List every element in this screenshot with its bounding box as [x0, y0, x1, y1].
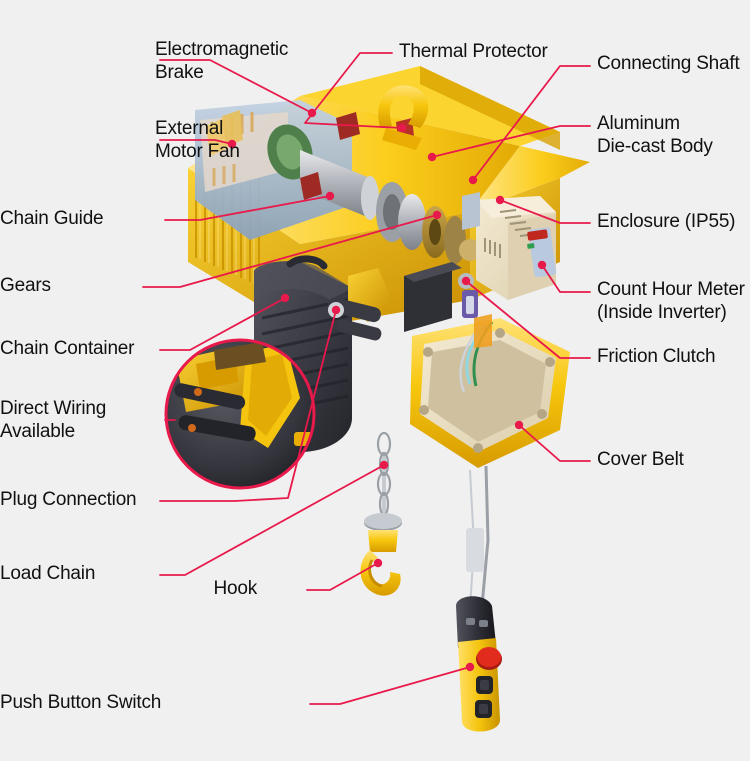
callout-label-aluminum-die-cast-body: Aluminum Die-cast Body — [597, 113, 713, 157]
callout-label-plug-connection: Plug Connection — [0, 489, 137, 510]
callout-label-hook: Hook — [213, 578, 257, 599]
callout-label-push-button-switch: Push Button Switch — [0, 692, 162, 713]
callout-label-direct-wiring-available: Direct Wiring Available — [0, 398, 107, 442]
callout-label-connecting-shaft: Connecting Shaft — [597, 53, 740, 74]
pendant-assembly — [456, 465, 502, 732]
load-chain — [360, 431, 402, 596]
cover-belt-box — [410, 314, 570, 468]
callout-label-gears: Gears — [0, 275, 51, 296]
callout-label-cover-belt: Cover Belt — [597, 449, 684, 470]
callout-label-electromagnetic-brake: Electromagnetic Brake — [155, 39, 289, 83]
hook — [360, 513, 402, 596]
direct-wiring-inset — [164, 338, 316, 490]
callout-label-friction-clutch: Friction Clutch — [597, 346, 716, 367]
callout-label-external-motor-fan: External Motor Fan — [155, 118, 240, 162]
callout-label-enclosure-ip55: Enclosure (IP55) — [597, 211, 736, 232]
callout-label-chain-guide: Chain Guide — [0, 208, 104, 229]
callout-label-thermal-protector: Thermal Protector — [399, 41, 548, 62]
callout-label-count-hour-meter: Count Hour Meter (Inside Inverter) — [597, 279, 745, 323]
callout-label-chain-container: Chain Container — [0, 338, 135, 359]
